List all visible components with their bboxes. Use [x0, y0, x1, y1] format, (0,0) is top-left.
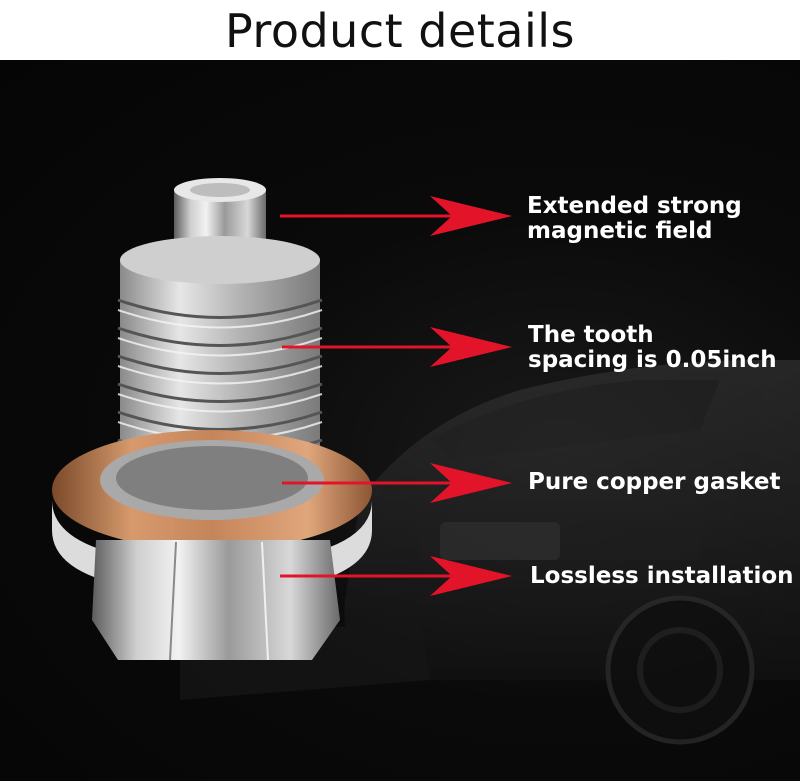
title-bar: Product details [0, 0, 800, 60]
drain-plug-illustration [52, 178, 372, 661]
arrow-magnetic-field [280, 196, 512, 236]
feature-label-line: Extended strong [527, 193, 742, 219]
feature-label-line: Pure copper gasket [528, 469, 781, 495]
feature-label-tooth-spacing: The tooth spacing is 0.05inch [528, 323, 777, 373]
feature-label-line: Lossless installation [530, 563, 794, 589]
arrow-tooth-spacing [282, 327, 512, 367]
feature-label-magnetic-field: Extended strong magnetic field [527, 194, 742, 244]
feature-label-copper-gasket: Pure copper gasket [528, 470, 780, 495]
feature-label-lossless-installation: Lossless installation [530, 564, 794, 589]
arrow-copper-gasket [282, 463, 512, 503]
callout-arrows [280, 196, 512, 596]
feature-label-line: spacing is 0.05inch [528, 347, 777, 373]
product-image-stage: Extended strong magnetic field The tooth… [0, 60, 800, 781]
feature-label-line: The tooth [528, 322, 654, 348]
feature-label-line: magnetic field [527, 218, 713, 244]
arrow-lossless-installation [280, 556, 512, 596]
product-illustration [52, 178, 800, 745]
page-title: Product details [224, 4, 576, 58]
